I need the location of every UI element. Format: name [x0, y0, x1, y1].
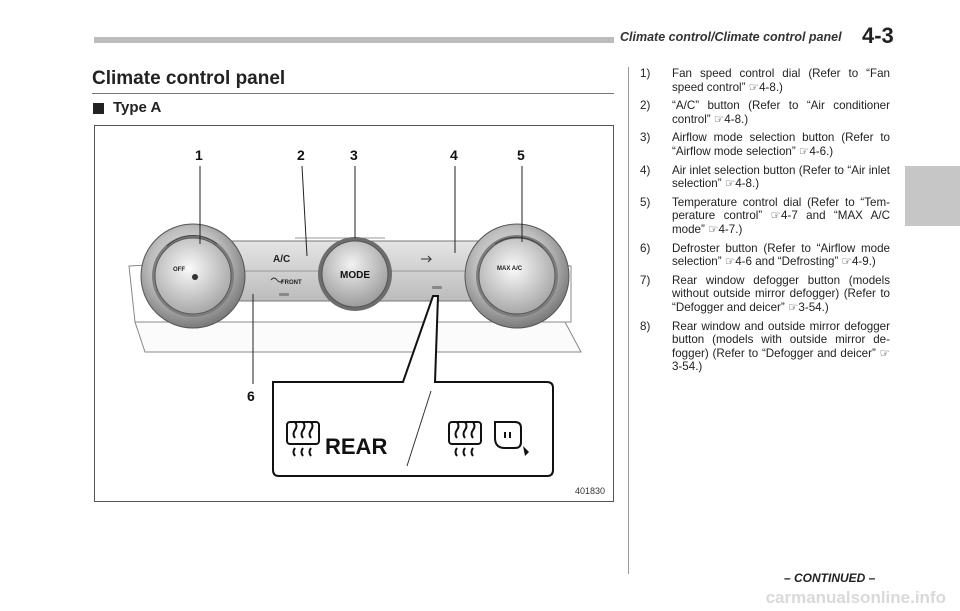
header-rule-end	[606, 37, 614, 43]
column-separator	[628, 67, 629, 574]
list-item: 3)Airflow mode selection button (Refer t…	[640, 131, 890, 158]
rear-mirror-defogger-icon	[448, 421, 522, 457]
callout-5: 5	[517, 147, 525, 163]
mode-button-text: MODE	[340, 270, 370, 281]
figure-code: 401830	[574, 486, 605, 496]
climate-panel-figure: A/C FRONT MODE OFF MAX A/C 1 2 3 4 5 6 7…	[94, 125, 614, 502]
ac-button-text: A/C	[273, 254, 290, 265]
inset-callout-box	[272, 295, 554, 477]
section-rule	[92, 93, 614, 94]
header-rule	[94, 37, 606, 43]
rear-text: REAR	[325, 434, 387, 459]
callout-1: 1	[195, 147, 203, 163]
fan-icon	[192, 274, 198, 280]
callout-2: 2	[297, 147, 305, 163]
off-text: OFF	[173, 267, 185, 273]
leader-lines	[199, 165, 523, 384]
callout-list: 1)Fan speed control dial (Refer to “Fan …	[640, 67, 890, 379]
climate-panel-illustration: A/C FRONT MODE OFF MAX A/C 1 2 3 4 5 6 7…	[128, 147, 582, 477]
air-inlet-icon	[421, 255, 433, 263]
watermark: carmanualsonline.info	[765, 588, 946, 607]
list-item: 2)“A/C” button (Refer to “Air conditione…	[640, 99, 890, 126]
subsection-title: Type A	[113, 99, 162, 116]
callout-3: 3	[350, 147, 358, 163]
section-title: Climate control panel	[92, 68, 286, 89]
square-bullet-icon	[93, 103, 104, 114]
callout-6: 6	[247, 388, 255, 404]
front-defrost-text: FRONT	[281, 280, 302, 286]
list-item: 5)Temperature control dial (Refer to “Te…	[640, 195, 890, 236]
page-number: 4-3	[862, 23, 894, 48]
chapter-tab	[905, 166, 960, 226]
max-ac-text: MAX A/C	[497, 266, 523, 272]
list-item: 6)Defroster button (Refer to “Airflow mo…	[640, 241, 890, 269]
continued-note: – CONTINUED –	[784, 571, 876, 585]
list-item: 7)Rear window defogger button (models wi…	[640, 273, 890, 314]
callout-4: 4	[450, 147, 458, 163]
list-item: 1)Fan speed control dial (Refer to “Fan …	[640, 67, 890, 94]
list-item: 4)Air inlet selection button (Refer to “…	[640, 163, 890, 191]
list-item: 8)Rear window and outside mirror defogge…	[640, 319, 890, 374]
running-header: Climate control/Climate control panel	[620, 30, 842, 44]
rear-defogger-icon	[286, 421, 320, 457]
